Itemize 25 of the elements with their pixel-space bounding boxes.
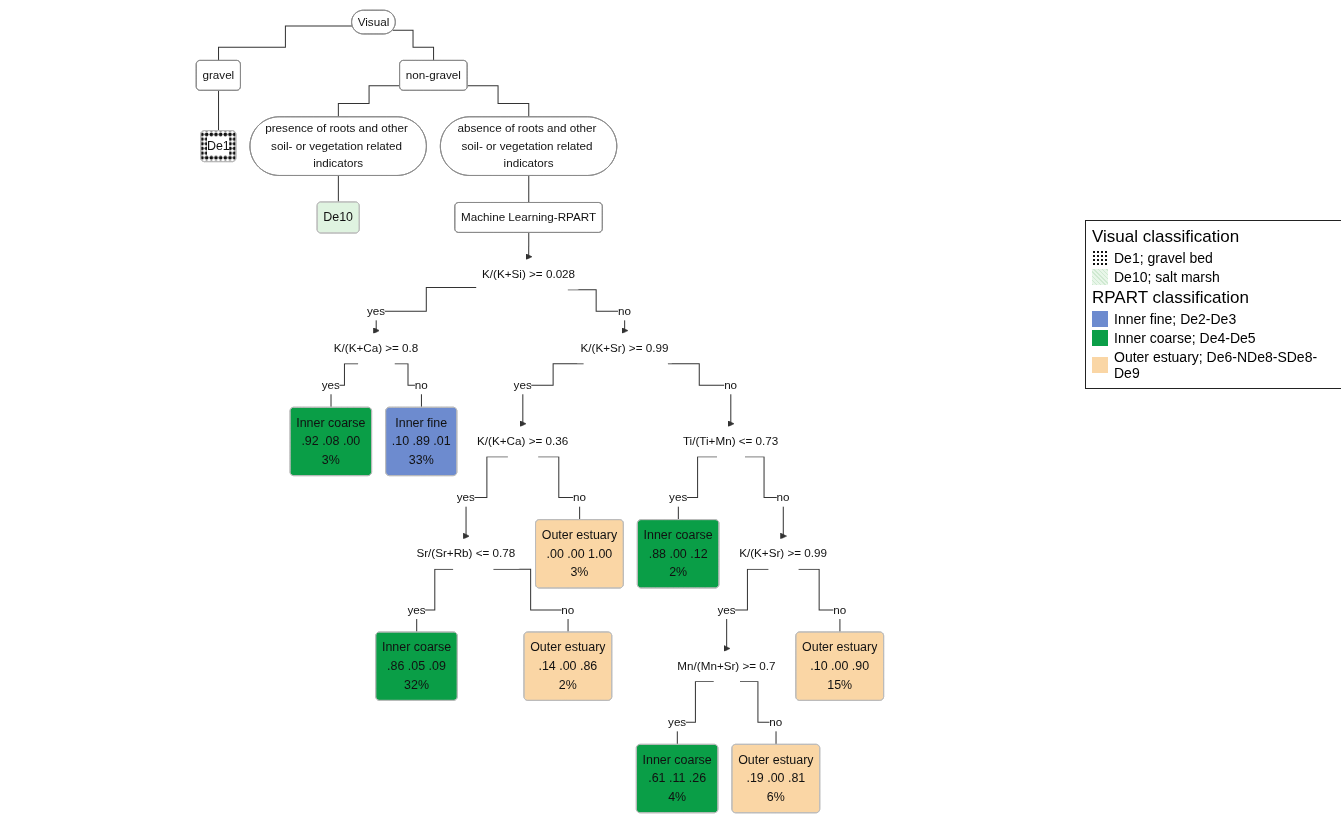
edge-label: yes <box>321 378 340 392</box>
edge-label: yes <box>669 490 688 504</box>
edge-label: no <box>618 304 632 318</box>
legend-text: De1; gravel bed <box>1114 250 1213 266</box>
edge-label: yes <box>513 378 532 392</box>
edge-label: no <box>573 490 586 504</box>
legend-text: Inner coarse; De4-De5 <box>1114 330 1256 346</box>
edge-label: yes <box>668 715 687 729</box>
legend-text: Outer estuary; De6-NDe8-SDe8-De9 <box>1114 349 1319 381</box>
edge-label: yes <box>717 602 736 617</box>
edge-label: no <box>776 490 790 504</box>
legend-heading: RPART classification <box>1092 288 1250 308</box>
edge-label: yes <box>407 602 426 617</box>
edge-label: yes <box>367 304 386 318</box>
edge-label: no <box>561 602 575 617</box>
node-text: K/(K+Ca) >= 0.8 <box>333 341 419 355</box>
edge-label: no <box>414 378 428 392</box>
edge-label: no <box>833 602 847 617</box>
legend-text: De10; salt marsh <box>1114 269 1220 285</box>
edge-label: no <box>769 715 783 729</box>
edge-label: yes <box>456 490 475 504</box>
legend-heading: Visual classification <box>1092 227 1241 247</box>
node-text: Mn/(Mn+Sr) >= 0.7 <box>677 658 776 673</box>
legend-text: Inner fine; De2-De3 <box>1114 311 1237 327</box>
edge-label: no <box>724 378 738 392</box>
